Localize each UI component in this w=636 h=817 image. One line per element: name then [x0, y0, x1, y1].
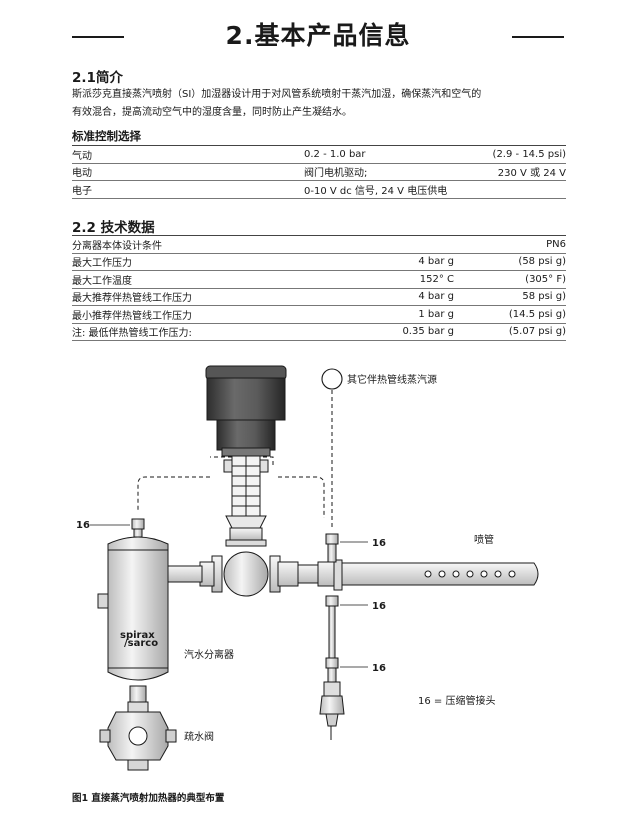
figure-caption: 图1 直接蒸汽喷射加热器的典型布置	[72, 793, 225, 804]
spec-value: 152° C	[304, 270, 454, 289]
table-row: 最大工作压力 4 bar g (58 psi g)	[72, 253, 566, 271]
control-alt: 230 V 或 24 V	[454, 163, 566, 181]
control-value: 阀门电机驱动;	[304, 163, 454, 181]
nozzle-holes	[424, 570, 516, 578]
trace-trap	[319, 681, 345, 740]
callouts-16: 16 16 16 16	[76, 520, 386, 674]
spec-value: 0.35 bar g	[304, 323, 454, 341]
control-options-heading: 标准控制选择	[72, 129, 141, 143]
section-heading-intro: 2.1简介	[72, 70, 123, 86]
tech-data-table: 分离器本体设计条件 PN6 最大工作压力 4 bar g (58 psi g) …	[72, 235, 566, 341]
spec-alt: (305° F)	[454, 270, 566, 289]
actuator-base	[221, 447, 271, 457]
humidifier-arrangement-diagram: 其它伴热管线蒸汽源	[76, 365, 539, 771]
callout-16: 16	[372, 663, 386, 674]
control-label: 气动	[72, 145, 304, 164]
title-rule-right	[512, 36, 564, 38]
control-value: 0-10 V dc 信号, 24 V 电压供电	[304, 180, 454, 199]
table-row: 分离器本体设计条件 PN6	[72, 235, 566, 254]
spec-value: 4 bar g	[304, 288, 454, 306]
table-row: 最小推荐伴热管线工作压力 1 bar g (14.5 psi g)	[72, 305, 566, 324]
spec-value: 4 bar g	[304, 253, 454, 271]
other-source-label: 其它伴热管线蒸汽源	[347, 373, 437, 386]
callout-16: 16	[372, 538, 386, 549]
separator-top-fitting	[131, 518, 145, 538]
spec-alt: PN6	[454, 235, 566, 254]
compression-fittings-right	[325, 533, 339, 683]
table-row: 注: 最低伴热管线工作压力: 0.35 bar g (5.07 psi g)	[72, 323, 566, 341]
steam-separator	[97, 536, 169, 703]
spec-label: 最大推荐伴热管线工作压力	[72, 288, 304, 306]
callout-16: 16	[372, 601, 386, 612]
control-options-table: 气动 0.2 - 1.0 bar (2.9 - 14.5 psi) 电动 阀门电…	[72, 145, 566, 199]
control-alt	[454, 180, 566, 199]
control-label: 电动	[72, 163, 304, 181]
spec-alt: (14.5 psi g)	[454, 305, 566, 324]
callout-16: 16	[76, 520, 90, 531]
control-value: 0.2 - 1.0 bar	[304, 145, 454, 164]
spec-label: 最大工作压力	[72, 253, 304, 271]
page-title: 2.基本产品信息	[225, 21, 411, 50]
trace-line-actuator	[210, 456, 274, 465]
table-row: 最大推荐伴热管线工作压力 4 bar g 58 psi g)	[72, 288, 566, 306]
spec-label: 分离器本体设计条件	[72, 235, 304, 254]
drain-valve-label: 疏水阀	[184, 730, 214, 743]
trace-line-right	[278, 476, 325, 518]
spirax-logo-line1: spirax	[120, 630, 155, 641]
intro-paragraph-line1: 斯派莎克直接蒸汽喷射（SI）加湿器设计用于对风管系统喷射干蒸汽加湿，确保蒸汽和空…	[72, 89, 482, 100]
spec-label: 最小推荐伴热管线工作压力	[72, 305, 304, 324]
page-title-row: 2.基本产品信息	[72, 18, 564, 54]
nozzle-tube	[333, 559, 539, 591]
control-valve-body	[199, 527, 299, 597]
drain-trap	[99, 701, 177, 771]
dashed-trace-lines	[137, 390, 333, 530]
valve-yoke	[223, 455, 269, 529]
title-rule-left	[72, 36, 124, 38]
separator-label: 汽水分离器	[184, 648, 234, 661]
spec-label: 注: 最低伴热管线工作压力:	[72, 323, 304, 341]
spec-alt: 58 psi g)	[454, 288, 566, 306]
spec-alt: (5.07 psi g)	[454, 323, 566, 341]
fitting-legend: 16 = 压缩管接头	[418, 694, 495, 707]
actuator-body	[206, 377, 286, 421]
control-label: 电子	[72, 180, 304, 199]
section-heading-tech-data: 2.2 技术数据	[72, 220, 155, 236]
control-alt: (2.9 - 14.5 psi)	[454, 145, 566, 164]
table-row: 电子 0-10 V dc 信号, 24 V 电压供电	[72, 180, 566, 199]
table-row: 电动 阀门电机驱动; 230 V 或 24 V	[72, 163, 566, 181]
spec-value: 1 bar g	[304, 305, 454, 324]
actuator-assembly	[205, 365, 287, 457]
table-row: 最大工作温度 152° C (305° F)	[72, 270, 566, 289]
actuator-lower	[216, 419, 276, 451]
spec-value	[304, 235, 454, 254]
intro-paragraph-line2: 有效混合，提高流动空气中的湿度含量，同时防止产生凝结水。	[72, 107, 352, 118]
spec-alt: (58 psi g)	[454, 253, 566, 271]
trace-line-separator	[137, 476, 210, 510]
steam-pipe	[167, 561, 335, 587]
table-row: 气动 0.2 - 1.0 bar (2.9 - 14.5 psi)	[72, 145, 566, 164]
spec-label: 最大工作温度	[72, 270, 304, 289]
other-source-circle	[321, 368, 343, 390]
nozzle-label: 喷管	[474, 533, 494, 546]
spirax-logo-line2: /sarco	[124, 638, 158, 649]
